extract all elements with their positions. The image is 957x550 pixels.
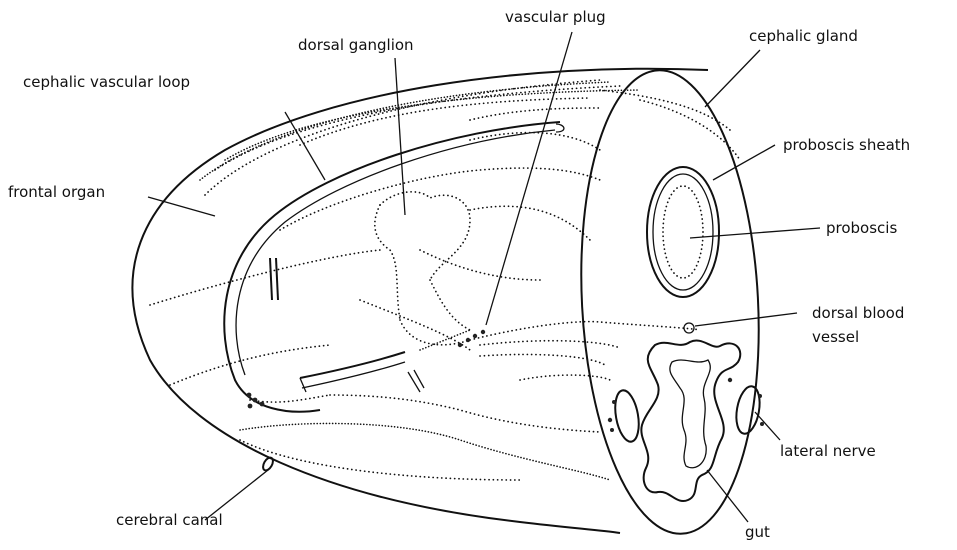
dorsal-blood-vessel [684,323,694,333]
cross-section-outline [570,66,770,539]
proboscis-sheath [647,167,719,297]
label-gut: gut [745,523,770,541]
label-dorsal-blood-vessel-line1: dorsal blood [812,304,904,322]
cephalic-vascular-loop [224,122,564,412]
body-outline [132,69,708,533]
proboscis [663,186,703,278]
label-proboscis: proboscis [826,219,897,237]
cephalic-gland-stipple [200,80,740,195]
label-dorsal-ganglion: dorsal ganglion [298,36,414,54]
label-frontal-organ: frontal organ [8,183,105,201]
label-lateral-nerve: lateral nerve [780,442,876,460]
label-cephalic-vascular-loop: cephalic vascular loop [23,73,190,91]
label-proboscis-sheath: proboscis sheath [783,136,910,154]
label-cerebral-canal: cerebral canal [116,511,223,529]
dorsal-ganglion [375,192,470,345]
label-dorsal-blood-vessel-line2: vessel [812,328,859,346]
label-vascular-plug: vascular plug [505,8,606,26]
lateral-nerves [610,384,764,443]
gut [641,340,740,501]
cerebral-canal-opening [261,456,275,472]
internal-dotted-structures [150,168,700,480]
label-cephalic-gland: cephalic gland [749,27,858,45]
